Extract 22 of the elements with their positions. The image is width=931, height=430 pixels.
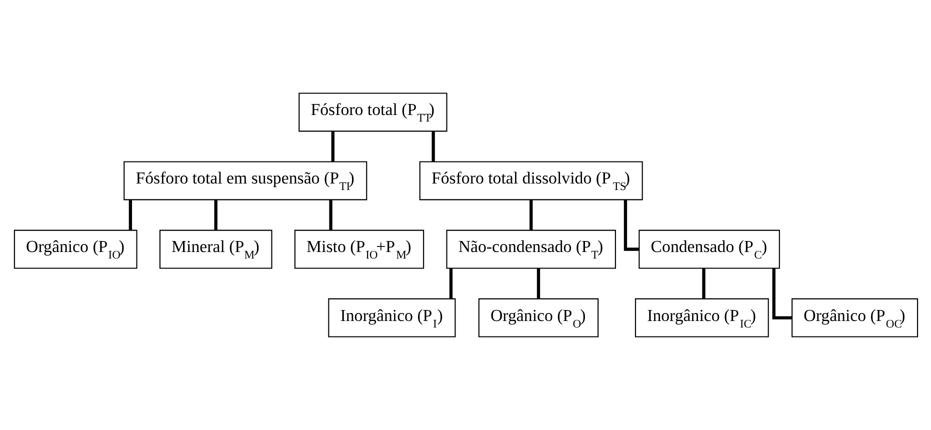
connector bbox=[448, 268, 452, 299]
node-box: Inorgânico (P$_{IC}$) bbox=[634, 298, 768, 338]
node-box: Inorgânico (P$_{I}$) bbox=[328, 298, 456, 338]
connector bbox=[128, 200, 132, 230]
node-box: Fósforo total dissolvido (P$_{TS}$) bbox=[418, 161, 642, 200]
connector bbox=[702, 268, 705, 299]
connector bbox=[431, 131, 434, 162]
node-box: Orgânico (P$_{O}$) bbox=[478, 298, 598, 338]
connector bbox=[529, 200, 532, 230]
connector bbox=[536, 268, 540, 299]
node-box: Mineral (P$_{M}$) bbox=[158, 230, 272, 269]
node-box: Misto (P$_{IO}$+P$_{M}$) bbox=[294, 230, 424, 269]
node-box: Condensado (P$_{C}$) bbox=[638, 230, 780, 269]
node-box: Fósforo total (P$_{TT}$) bbox=[298, 92, 447, 132]
connector bbox=[328, 200, 332, 230]
node-box: Orgânico (P$_{IO}$) bbox=[13, 230, 137, 269]
connector bbox=[330, 131, 334, 162]
connector bbox=[623, 200, 638, 251]
node-box: Fósforo total em suspensão (P$_{TI}$) bbox=[123, 161, 367, 200]
connector bbox=[214, 200, 217, 230]
node-box: Não-condensado (P$_{T}$) bbox=[446, 230, 616, 269]
node-box: Orgânico (P$_{OC}$) bbox=[791, 298, 918, 338]
